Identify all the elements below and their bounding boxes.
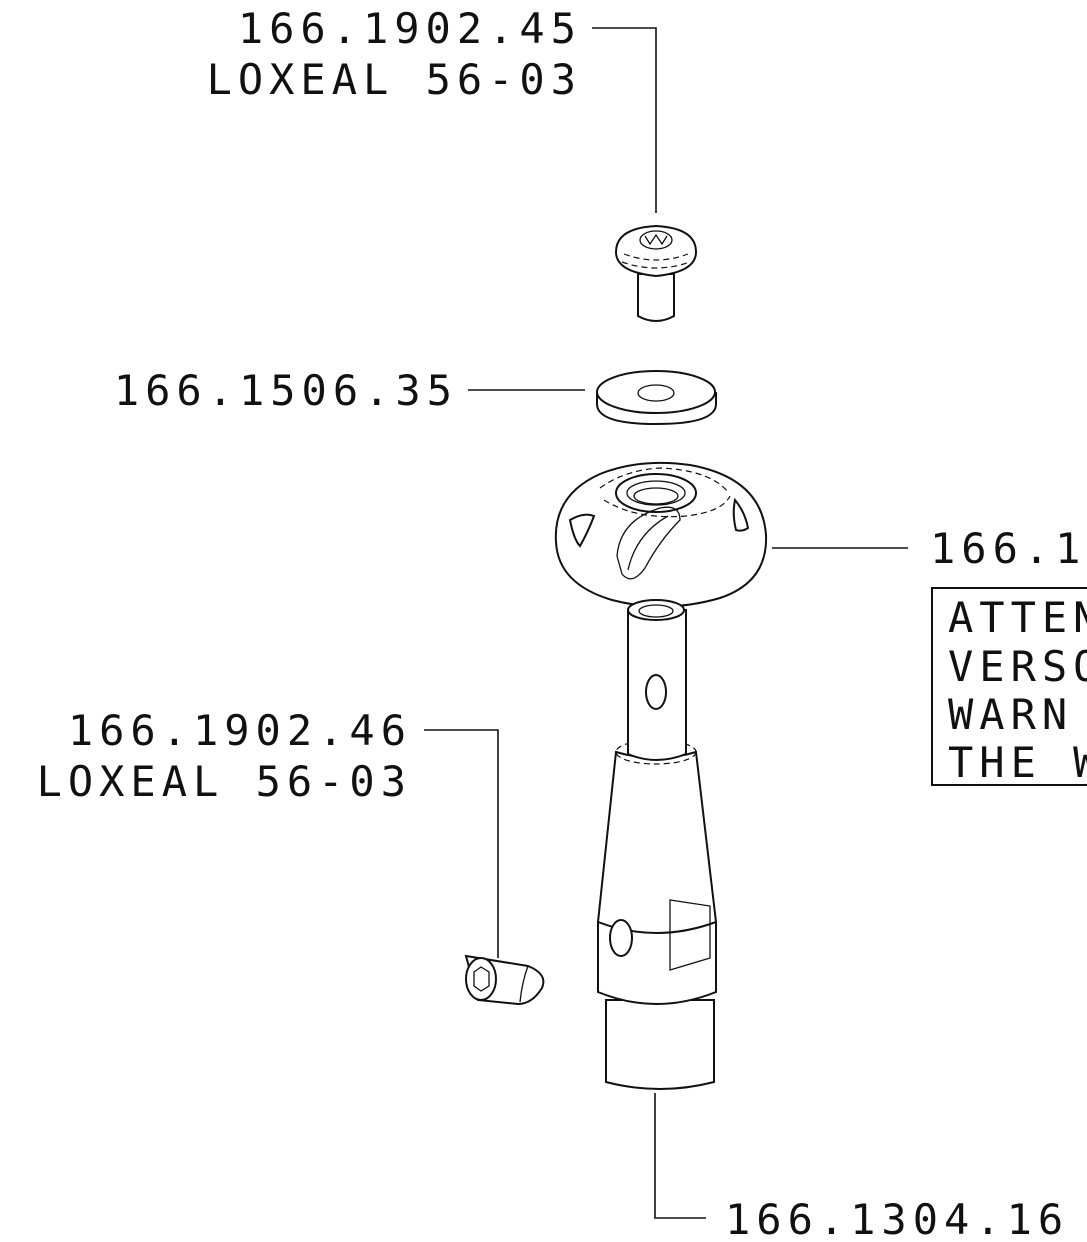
- leader-screw-top: [592, 27, 657, 213]
- label-washer-part: 166.1506.35: [114, 366, 458, 415]
- warning-line-2: VERSO: [948, 642, 1087, 691]
- label-screw-top-part: 166.1902.45: [238, 4, 582, 53]
- knob: [554, 461, 768, 608]
- label-screw-top-note: LOXEAL 56-03: [207, 55, 582, 104]
- washer: [596, 370, 717, 426]
- warning-line-1: ATTEN: [948, 593, 1087, 642]
- set-screw: [464, 954, 545, 1006]
- label-set-screw-part: 166.1902.46: [68, 706, 412, 755]
- warning-box: ATTEN VERSO WARN THE W: [931, 587, 1087, 787]
- warning-line-4: THE W: [948, 738, 1087, 787]
- leader-set-screw: [424, 729, 499, 958]
- shaft: [596, 599, 718, 1090]
- label-set-screw-note: LOXEAL 56-03: [37, 757, 412, 806]
- leader-shaft: [654, 1093, 706, 1219]
- label-knob-part: 166.1: [930, 524, 1086, 573]
- warning-line-3: WARN: [948, 690, 1073, 739]
- label-shaft-part: 166.1304.16: [725, 1195, 1069, 1242]
- button-head-screw: [614, 224, 698, 322]
